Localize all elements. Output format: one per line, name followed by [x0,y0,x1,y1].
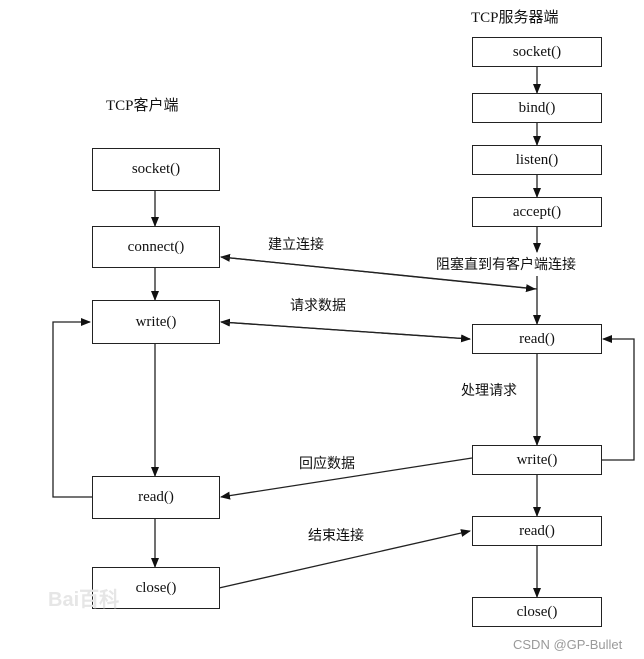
client-close-box: close() [92,567,220,609]
arrow-establish-to-server [220,256,536,293]
label-request: 请求数据 [290,298,346,314]
server-read2-box: read() [472,516,602,546]
server-close-box: close() [472,597,602,627]
client-socket-box: socket() [92,148,220,191]
server-bind-box: bind() [472,93,602,123]
client-connect-box: connect() [92,226,220,268]
label-process: 处理请求 [461,383,517,399]
label-establish: 建立连接 [268,237,324,253]
csdn-watermark: CSDN @GP-Bullet [513,637,623,652]
client-title: TCP客户端 [106,98,179,114]
label-block-until: 阻塞直到有客户端连接 [436,254,576,274]
server-accept-box: accept() [472,197,602,227]
server-listen-box: listen() [472,145,602,175]
server-socket-box: socket() [472,37,602,67]
client-loop-arrow [52,318,92,498]
server-loop-arrow [601,335,635,461]
arrow-close-connection [218,529,471,589]
arrow-request-to-server [220,321,471,343]
server-write-box: write() [472,445,602,475]
label-response: 回应数据 [299,456,355,472]
client-read-box: read() [92,476,220,519]
arrow-response [220,457,473,500]
server-title: TCP服务器端 [471,10,559,26]
label-close-connection: 结束连接 [308,528,364,544]
server-read-box: read() [472,324,602,354]
client-write-box: write() [92,300,220,344]
baidu-watermark: Bai百科 [48,589,120,611]
